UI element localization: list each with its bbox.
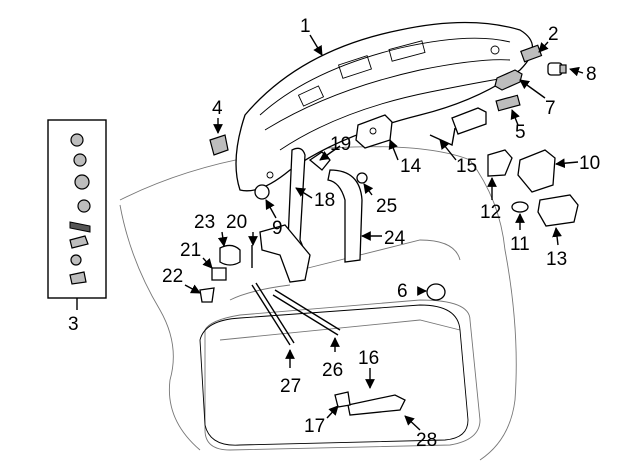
- callout-17: 17: [304, 416, 325, 437]
- callout-14: 14: [400, 156, 422, 177]
- part-28-seal: [199, 304, 469, 446]
- callout-20: 20: [226, 212, 247, 233]
- callout-16: 16: [358, 348, 379, 369]
- part-11-shape: [511, 201, 529, 213]
- callout-labels: 1 2 3 4 5 6 7 8 9 10 11 12 13 14 15 16 1…: [68, 16, 600, 451]
- leader-lines: [184, 34, 584, 431]
- callout-22: 22: [162, 266, 183, 287]
- part-25-shape: [356, 172, 368, 184]
- callout-15: 15: [456, 156, 477, 177]
- part-8-shape: [547, 62, 567, 76]
- part-4-shape: [209, 134, 229, 156]
- part-6-shape: [426, 283, 446, 301]
- part-5-shape: [495, 94, 521, 112]
- part-16-shape: [347, 394, 406, 416]
- callout-11: 11: [510, 234, 530, 255]
- callout-5: 5: [515, 122, 526, 143]
- trunk-lid: [235, 21, 534, 192]
- callout-19: 19: [330, 134, 351, 155]
- callout-27: 27: [280, 376, 301, 397]
- part-12-shape: [487, 149, 513, 177]
- callout-1: 1: [300, 16, 311, 37]
- callout-8: 8: [586, 64, 597, 85]
- part-10-shape: [517, 149, 556, 193]
- callout-26: 26: [322, 360, 343, 381]
- hardware-kit-box: [47, 119, 107, 310]
- callout-4: 4: [212, 98, 223, 119]
- callout-21: 21: [180, 240, 201, 261]
- callout-7: 7: [545, 98, 556, 119]
- callout-25: 25: [376, 196, 397, 217]
- part-17-shape: [334, 391, 351, 408]
- callout-18: 18: [314, 190, 335, 211]
- callout-28: 28: [416, 430, 437, 451]
- callout-6: 6: [397, 281, 408, 302]
- callout-23: 23: [194, 212, 215, 233]
- callout-3: 3: [68, 314, 79, 335]
- callout-10: 10: [579, 153, 600, 174]
- part-15-shape: [429, 107, 487, 147]
- callout-2: 2: [548, 24, 559, 45]
- part-24-shape: [327, 169, 363, 263]
- callout-12: 12: [480, 202, 501, 223]
- part-21-shape: [211, 267, 227, 281]
- hinge-assembly: [251, 224, 311, 283]
- part-13-shape: [537, 194, 579, 227]
- gas-struts: [251, 282, 341, 346]
- callout-13: 13: [546, 249, 567, 270]
- callout-9: 9: [272, 218, 283, 239]
- part-9-shape: [254, 184, 270, 200]
- part-23-shape: [219, 244, 241, 266]
- part-22-shape: [199, 287, 215, 303]
- callout-24: 24: [384, 228, 406, 249]
- car-body-outline: [119, 146, 517, 461]
